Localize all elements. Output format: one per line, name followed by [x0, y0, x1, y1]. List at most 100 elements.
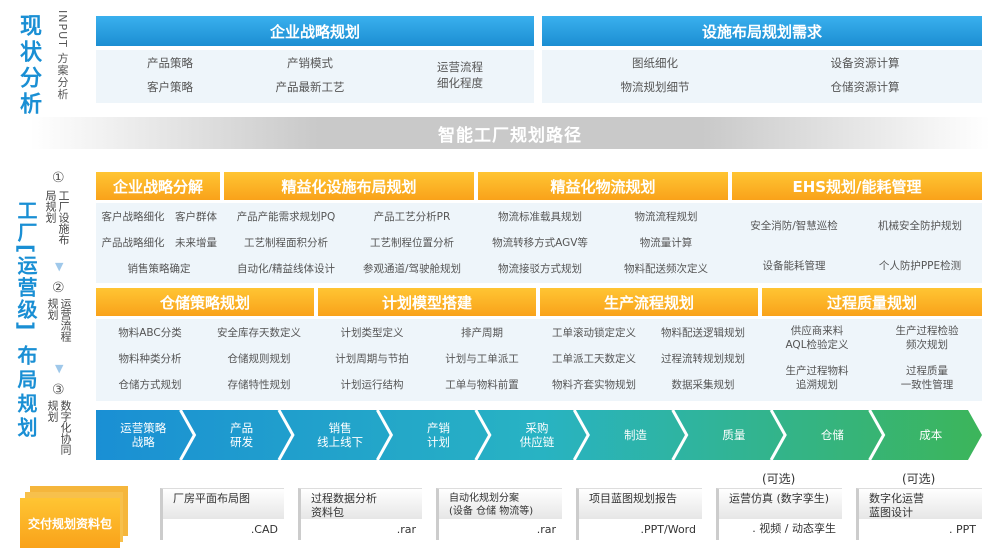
orange-row-panel [96, 203, 982, 283]
process-chevron-flow: 运营策略战略产品研发销售线上线下产销计划采购供应链制造质量仓储成本 [96, 410, 982, 460]
quality-item: 生产过程检验 频次规划 [895, 324, 959, 351]
quality-item: 生产过程物料 追溯规划 [785, 364, 849, 391]
input-analysis-label: INPUT 方案分析 [56, 10, 69, 101]
production-item: 过程流转规划规划 [661, 352, 745, 365]
facility-layout-item: 工艺制程面积分析 [244, 236, 328, 249]
facility-item: 仓储资源计算 [830, 80, 900, 95]
chevron-separator [376, 410, 394, 460]
planning-model-header: 计划模型搭建 [318, 288, 536, 316]
facility-demand-header: 设施布局规划需求 [542, 16, 982, 46]
deliverable-title: 过程数据分析 资料包 [301, 489, 422, 519]
step-arrow-2: ▼ [55, 362, 64, 375]
ehs-item: 安全消防/智慧巡检 [750, 219, 838, 232]
deliverable-card: 厂房平面布局图 .CAD [160, 488, 284, 540]
deliverables-label: 交付规划资料包 [20, 498, 120, 548]
warehouse-item: 存储特性规划 [227, 378, 291, 391]
deliverable-title: 自动化规划分案 (设备 仓储 物流等) [439, 489, 562, 519]
warehouse-item: 仓储规则规划 [227, 352, 291, 365]
ehs-item: 设备能耗管理 [762, 259, 826, 272]
planning-item: 工单与物料前置 [445, 378, 519, 391]
chevron-separator [671, 410, 689, 460]
strategy-panel [96, 50, 534, 103]
logistics-item: 物料配送频次定义 [624, 262, 708, 275]
facility-item: 图纸细化 [632, 56, 678, 71]
step3-text: 数字化协同规划 [46, 400, 72, 455]
facility-layout-item: 参观通道/驾驶舱规划 [362, 262, 462, 275]
planning-item: 计划类型定义 [340, 326, 404, 339]
deliverable-card: 数字化运营 蓝图设计 . PPT [856, 488, 982, 540]
chevron-end-tip [968, 410, 982, 460]
warehouse-item: 仓储方式规划 [118, 378, 182, 391]
deliverable-ext: .PPT/Word [640, 523, 696, 536]
deliverable-ext: .rar [396, 523, 416, 536]
chevron-step-label: 质量 [722, 428, 745, 442]
production-item: 工单滚动锁定定义 [552, 326, 636, 339]
factory-level-label: 工厂[运营级] [14, 200, 38, 333]
strategy-breakdown-header: 企业战略分解 [96, 172, 220, 200]
warehouse-strategy-header: 仓储策略规划 [96, 288, 314, 316]
optional-label-2: (可选) [902, 472, 936, 486]
production-item: 工单派工天数定义 [552, 352, 636, 365]
strategy-merged-item: 运营流程 细化程度 [437, 60, 483, 90]
facility-item: 设备资源计算 [830, 56, 900, 71]
chevron-separator [277, 410, 295, 460]
step1-number: ① [52, 170, 65, 186]
ehs-header: EHS规划/能耗管理 [732, 172, 982, 200]
strategy-item: 产销模式 [287, 56, 333, 71]
facility-item: 物流规划细节 [620, 80, 690, 95]
deliverable-ext: .rar [536, 523, 556, 536]
strategy-breakdown-item: 销售策略确定 [127, 262, 191, 275]
deliverable-title: 项目蓝图规划报告 [579, 489, 702, 519]
deliverable-card: 运营仿真 (数字孪生) . 视频 / 动态孪生 [716, 488, 842, 540]
warehouse-item: 安全库存天数定义 [217, 326, 301, 339]
roadmap-title-bar: 智能工厂规划路径 [30, 117, 990, 149]
logistics-header: 精益化物流规划 [478, 172, 728, 200]
deliverable-card: 项目蓝图规划报告 .PPT/Word [576, 488, 702, 540]
current-analysis-label: 现状分析 [16, 14, 41, 118]
chevron-step-label: 运营策略战略 [120, 421, 166, 449]
step-arrow-1: ▼ [55, 260, 64, 273]
ehs-item: 个人防护PPE检测 [878, 259, 962, 272]
chevron-separator [769, 410, 787, 460]
process-quality-header: 过程质量规划 [762, 288, 982, 316]
planning-item: 计划周期与节拍 [335, 352, 409, 365]
facility-demand-panel [542, 50, 982, 103]
chevron-step-label: 产销计划 [427, 421, 450, 449]
production-flow-header: 生产流程规划 [540, 288, 758, 316]
strategy-breakdown-item: 未来增量 [175, 236, 217, 249]
chevron-separator [572, 410, 590, 460]
warehouse-item: 物料ABC分类 [118, 326, 182, 339]
strategy-item: 产品策略 [147, 56, 193, 71]
logistics-item: 物流接驳方式规划 [498, 262, 582, 275]
chevron-step-label: 销售线上线下 [317, 421, 363, 449]
chevron-step-label: 采购供应链 [520, 421, 555, 449]
chevron-separator [474, 410, 492, 460]
logistics-item: 物流转移方式AGV等 [492, 236, 588, 249]
facility-layout-item: 自动化/精益线体设计 [236, 262, 336, 275]
deliverable-ext: .CAD [250, 523, 278, 536]
strategy-breakdown-item: 产品战略细化 [101, 236, 165, 249]
step3-number: ③ [52, 382, 65, 398]
second-row-panel [96, 319, 982, 401]
facility-layout-item: 工艺制程位置分析 [370, 236, 454, 249]
step2-text: 运营流程规划 [46, 298, 72, 342]
planning-item: 排产周期 [461, 326, 503, 339]
logistics-item: 物流量计算 [639, 236, 693, 249]
strategy-item: 产品最新工艺 [275, 80, 345, 95]
layout-plan-label: 布局规划 [14, 345, 38, 441]
chevron-separator [179, 410, 197, 460]
facility-layout-item: 产品工艺分析PR [373, 210, 451, 223]
strategy-item: 客户策略 [147, 80, 193, 95]
logistics-item: 物流标准载具规划 [498, 210, 582, 223]
chevron-separator [868, 410, 886, 460]
step2-number: ② [52, 280, 65, 296]
deliverables-stack: 交付规划资料包 [20, 486, 130, 548]
deliverable-card: 自动化规划分案 (设备 仓储 物流等) .rar [436, 488, 562, 540]
deliverable-card: 过程数据分析 资料包 .rar [298, 488, 422, 540]
deliverable-title: 厂房平面布局图 [163, 489, 284, 519]
production-item: 物料配送逻辑规划 [661, 326, 745, 339]
quality-item: 过程质量 一致性管理 [900, 364, 954, 391]
warehouse-item: 物料种类分析 [118, 352, 182, 365]
production-item: 物料齐套实物规划 [552, 378, 636, 391]
planning-item: 计划与工单派工 [445, 352, 519, 365]
